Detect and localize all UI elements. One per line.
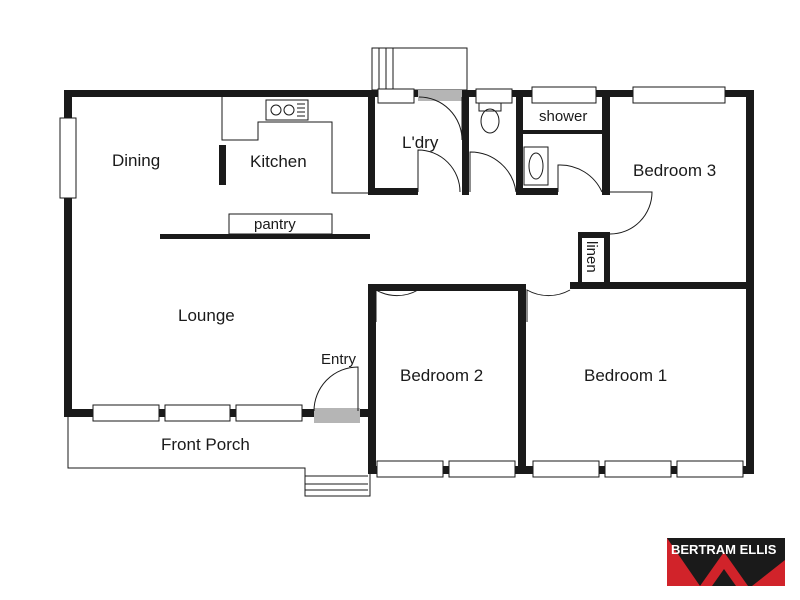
- room-label-bedroom-1: Bedroom 1: [584, 366, 667, 385]
- room-label-pantry: pantry: [254, 216, 296, 233]
- room-label-shower: shower: [539, 108, 587, 125]
- brand-logo: BERTRAM ELLIS: [667, 538, 785, 586]
- room-label-kitchen: Kitchen: [250, 152, 307, 171]
- doors: [313, 90, 653, 423]
- room-label-entry: Entry: [321, 351, 357, 368]
- room-label-dining: Dining: [112, 151, 160, 170]
- room-label-bedroom-3: Bedroom 3: [633, 161, 716, 180]
- room-label-lounge: Lounge: [178, 306, 235, 325]
- interior-walls: [160, 90, 754, 474]
- room-labels: Dining Kitchen L'dry shower Bedroom 3 pa…: [112, 108, 716, 454]
- room-label-front-porch: Front Porch: [161, 435, 250, 454]
- fixtures: [67, 47, 549, 497]
- windows: [59, 86, 744, 478]
- room-label-bedroom-2: Bedroom 2: [400, 366, 483, 385]
- brand-name: BERTRAM ELLIS: [671, 542, 777, 557]
- room-label-laundry: L'dry: [402, 133, 439, 152]
- room-label-linen: linen: [583, 241, 600, 273]
